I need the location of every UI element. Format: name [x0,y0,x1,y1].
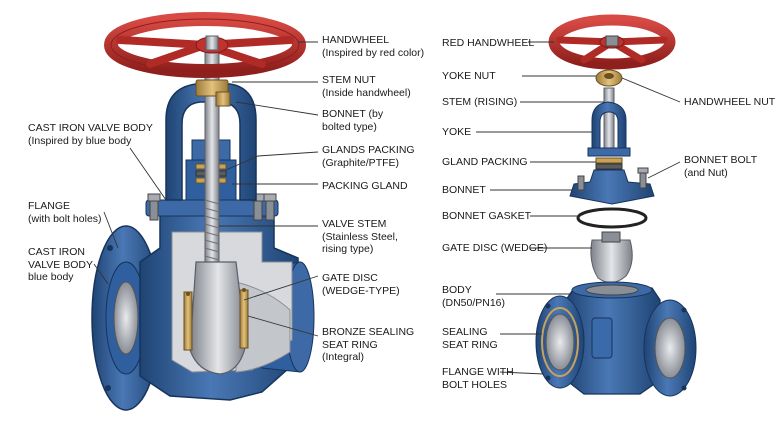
label-handwheel: HANDWHEEL(Inspired by red color) [322,34,425,59]
bronze-seat-rings [183,288,249,351]
label-bonnet-gasket: BONNET GASKET [442,210,532,222]
label-cast-iron-body-top: CAST IRON VALVE BODY(Inspired by blue bo… [28,122,153,147]
label-yoke: YOKE [442,126,472,138]
exploded-bonnet-bolts [577,167,649,191]
exploded-right-flange [643,299,697,397]
right-handwheel [548,14,676,70]
exploded-gate-disc [590,239,633,283]
label-glands-packing: GLANDS PACKING(Graphite/PTFE) [322,144,415,169]
label-gate-disc: GATE DISC(WEDGE-TYPE) [322,272,400,297]
left-handwheel [104,12,306,78]
label-valve-stem: VALVE STEM(Stainless Steel,rising type) [322,218,398,255]
exploded-gland-packing [595,157,623,170]
label-handwheel-nut: HANDWHEEL NUT [684,96,776,108]
label-bonnet-bolt: BONNET BOLT(and Nut) [684,154,758,179]
exploded-valve [535,14,697,397]
label-flange: FLANGE(with bolt holes) [28,200,102,225]
label-gland-packing: GLAND PACKING [442,156,528,168]
cutaway-valve [91,12,315,411]
yoke-nut [595,69,623,87]
exploded-bonnet-gasket [576,207,648,229]
gate-disc-wedge [189,261,247,375]
bonnet-bolts [147,193,277,221]
label-packing-gland: PACKING GLAND [322,180,408,192]
label-yoke-nut: YOKE NUT [442,70,496,82]
leader-lines [93,41,681,375]
label-body: BODY(DN50/PN16) [442,284,506,309]
exploded-stem [603,87,615,151]
label-gate-disc-wedge: GATE DISC (WEDGE) [442,242,548,254]
label-stem-nut: STEM NUT(Inside handwheel) [322,74,411,99]
exploded-left-flange [535,295,585,389]
bonnet-yoke [165,83,257,201]
label-exploded-bonnet: BONNET [442,184,486,196]
label-red-handwheel: RED HANDWHEEL [442,37,535,49]
label-stem-rising: STEM (RISING) [442,96,518,108]
